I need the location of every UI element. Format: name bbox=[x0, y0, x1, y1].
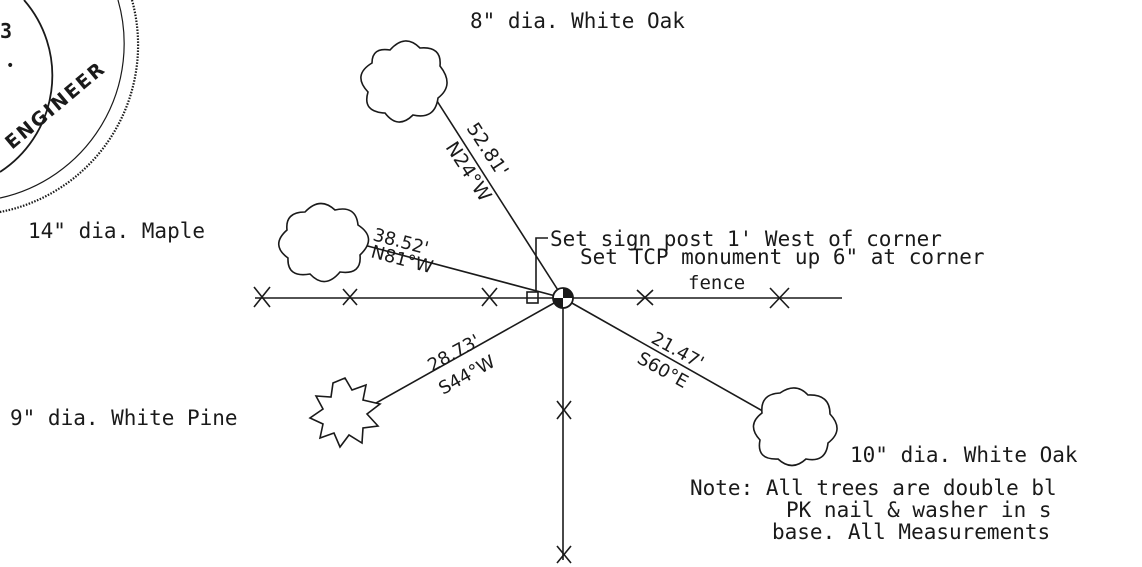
label-maple: 14" dia. Maple bbox=[28, 219, 205, 243]
seal-text: ENGINEER bbox=[1, 57, 110, 154]
tie-line-maple bbox=[329, 235, 564, 299]
tree-maple bbox=[277, 202, 370, 283]
engineer-seal: 3 • ENGINEER bbox=[0, 0, 140, 214]
sign-post-marker bbox=[526, 291, 539, 304]
note-fence: fence bbox=[688, 272, 745, 294]
tree-white-pine bbox=[308, 376, 382, 449]
note-sign-post: Set sign post 1' West of corner bbox=[550, 227, 942, 251]
note-line-1: Note: All trees are double bl bbox=[690, 476, 1057, 500]
tie-line-white-pine bbox=[359, 297, 564, 413]
label-white-oak-8: 8" dia. White Oak bbox=[470, 9, 685, 33]
tie-line-white-oak-10 bbox=[562, 297, 776, 419]
label-white-oak-10: 10" dia. White Oak bbox=[850, 443, 1078, 467]
seal-fragment-b: 3 bbox=[0, 19, 12, 43]
tree-white-oak-10 bbox=[752, 387, 838, 467]
sign-post-leader bbox=[535, 237, 548, 291]
seal-fragment-dot: • bbox=[6, 58, 14, 74]
note-line-3: base. All Measurements bbox=[772, 520, 1050, 544]
label-white-pine: 9" dia. White Pine bbox=[10, 406, 238, 430]
note-monument: Set TCP monument up 6" at corner bbox=[580, 245, 985, 269]
note-line-2: PK nail & washer in s bbox=[786, 498, 1052, 522]
tie-line-white-oak-8 bbox=[429, 89, 564, 299]
tree-white-oak-8 bbox=[360, 40, 448, 123]
corner-monument-symbol bbox=[552, 287, 574, 309]
fence-markers bbox=[253, 286, 790, 564]
